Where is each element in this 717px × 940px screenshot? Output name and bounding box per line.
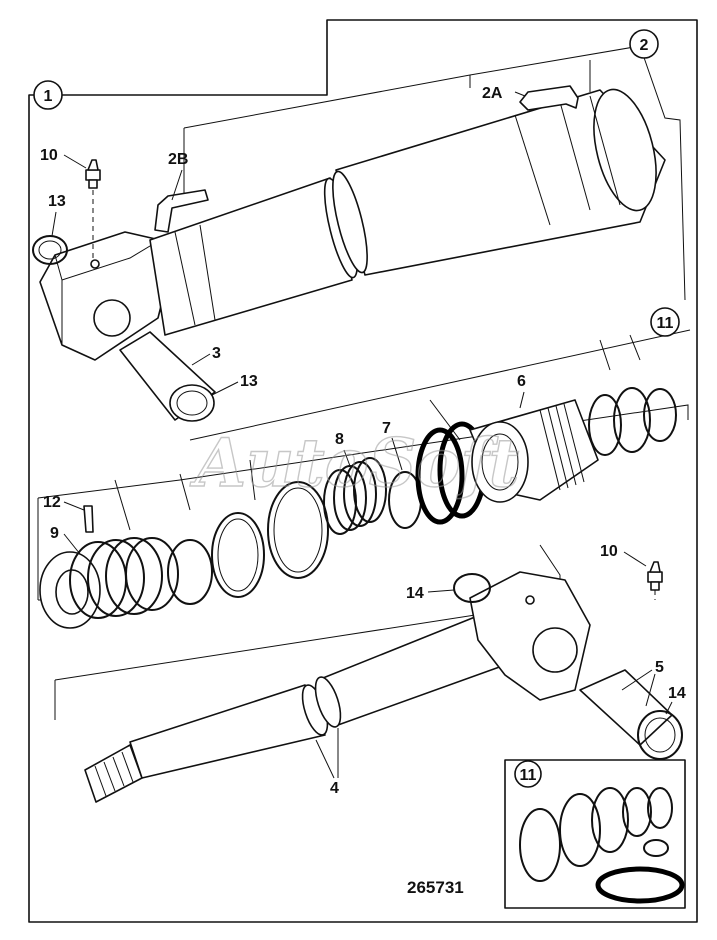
label-4: 4	[330, 780, 339, 797]
callout-2-label: 2	[640, 37, 649, 54]
callout-11-top: 11	[650, 307, 680, 337]
rod-left	[129, 684, 326, 779]
gland-6	[469, 399, 599, 503]
label-6: 6	[517, 373, 526, 390]
label-8: 8	[335, 431, 344, 448]
seal-ring-a	[167, 539, 213, 605]
callout-1-label: 1	[44, 88, 53, 105]
seal-ring-bold-a	[415, 427, 465, 525]
seal-ring-e	[613, 387, 651, 453]
rod-assembly	[54, 544, 683, 803]
label-2b: 2B	[168, 151, 188, 168]
label-9: 9	[50, 525, 59, 542]
port-2b	[154, 189, 209, 233]
label-3: 3	[212, 345, 221, 362]
callout-2: 2	[629, 29, 659, 59]
seal-ring-c	[267, 481, 329, 579]
barrel-tube-left	[149, 177, 353, 336]
watermark: AutoSoft	[189, 424, 519, 502]
bush-5	[579, 669, 673, 746]
label-2a: 2A	[482, 85, 503, 102]
label-10-top: 10	[40, 147, 58, 164]
port-2a	[519, 85, 579, 111]
label-12: 12	[43, 494, 61, 511]
callout-1: 1	[33, 80, 63, 110]
label-13-top: 13	[48, 193, 66, 210]
label-10-bottom: 10	[600, 543, 618, 560]
grease-nipple-top	[85, 159, 101, 189]
label-14-right: 14	[668, 685, 686, 702]
callout-11-inset: 11	[514, 760, 542, 788]
roll-pin-12	[83, 505, 94, 533]
seal-ring-b	[211, 512, 265, 598]
figure-number: 265731	[407, 878, 464, 897]
label-7: 7	[382, 420, 391, 437]
grease-nipple-bottom	[647, 561, 663, 591]
label-14-top: 14	[406, 585, 424, 602]
piston-seal-assembly	[37, 334, 689, 629]
assembly-frame	[28, 19, 698, 923]
barrel-assembly	[32, 45, 691, 441]
label-13-bottom: 13	[240, 373, 258, 390]
callout-11-top-label: 11	[657, 315, 674, 332]
seal-13-left	[32, 235, 68, 265]
callout-11-inset-label: 11	[520, 767, 537, 784]
inset-frame	[504, 759, 686, 909]
piston-9	[39, 537, 179, 629]
seal-kit-inset	[504, 759, 686, 909]
label-5: 5	[655, 659, 664, 676]
seal-14-top	[453, 573, 491, 603]
seal-ring-d	[588, 394, 622, 456]
seal-14-right	[637, 710, 683, 760]
seal-ring-f	[643, 388, 677, 442]
